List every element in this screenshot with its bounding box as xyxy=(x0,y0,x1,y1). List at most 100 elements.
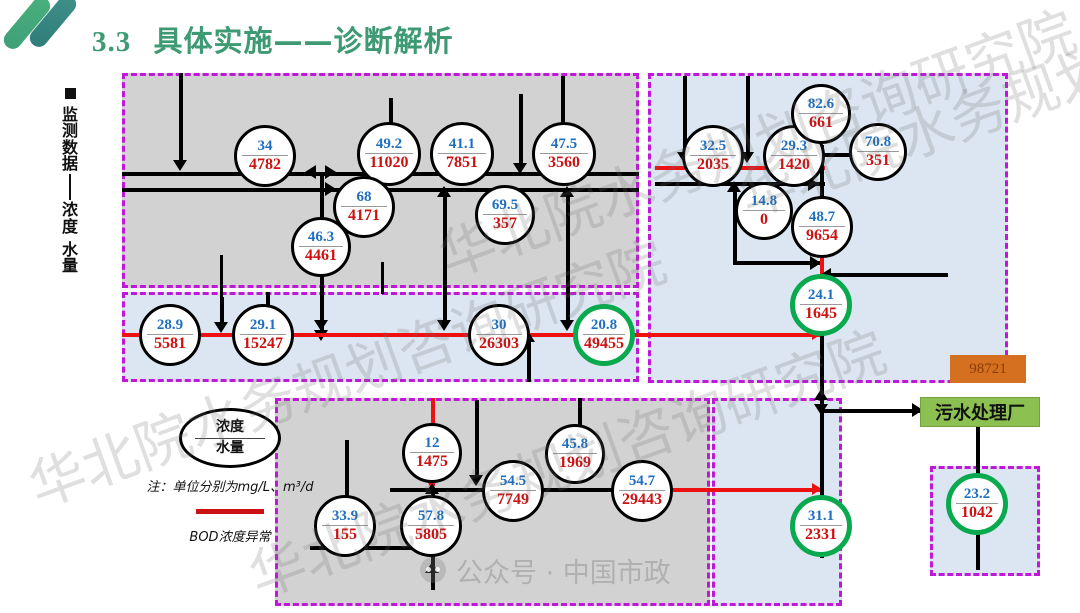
node-n21-flow: 5805 xyxy=(415,526,447,543)
node-n16-separator xyxy=(742,210,786,211)
node-n2-concentration: 49.2 xyxy=(375,136,403,152)
arrow-lr-up xyxy=(814,389,828,400)
node-n11[interactable]: 20.8 49455 xyxy=(573,304,635,366)
node-n17-concentration: 48.7 xyxy=(808,209,836,225)
node-n18-flow: 1645 xyxy=(805,305,837,322)
arrow-u-j3 xyxy=(325,182,336,196)
node-n21[interactable]: 57.8 5805 xyxy=(400,495,462,557)
line-u-stub-1 xyxy=(220,255,223,297)
arrow-u-j2 xyxy=(325,165,336,179)
node-n14-separator xyxy=(798,113,844,114)
node-n11-separator xyxy=(582,334,626,335)
legend-red-line-swatch xyxy=(196,509,264,514)
line-u-inflow-4 xyxy=(561,76,565,131)
node-n19-separator xyxy=(409,452,455,453)
node-n18-concentration: 24.1 xyxy=(807,287,835,303)
line-u-inflow-1 xyxy=(179,73,183,165)
node-n22-concentration: 54.5 xyxy=(499,473,527,489)
node-n16-flow: 0 xyxy=(760,211,768,228)
page-title: 3.3 具体实施——诊断解析 xyxy=(92,18,453,60)
node-n7-separator xyxy=(298,246,344,247)
node-n24-flow: 29443 xyxy=(622,491,662,508)
node-n14[interactable]: 82.6 661 xyxy=(791,84,851,144)
node-n11-flow: 49455 xyxy=(584,335,624,352)
node-n8[interactable]: 28.9 5581 xyxy=(139,304,201,366)
node-n12[interactable]: 32.5 2035 xyxy=(682,125,744,187)
node-n23-flow: 1969 xyxy=(559,454,591,471)
node-n12-separator xyxy=(690,155,736,156)
bullet-icon xyxy=(64,88,76,99)
node-n19[interactable]: 12 1475 xyxy=(402,423,462,483)
node-n3-concentration: 41.1 xyxy=(448,136,476,152)
line-u-stub-2 xyxy=(381,262,384,294)
node-n9-concentration: 29.1 xyxy=(249,317,277,333)
node-n20-separator xyxy=(322,525,368,526)
title-number: 3.3 xyxy=(92,26,132,58)
node-n2[interactable]: 49.2 11020 xyxy=(357,122,421,186)
node-n23[interactable]: 45.8 1969 xyxy=(545,424,605,484)
panel-mid-blue xyxy=(122,292,639,382)
node-n4[interactable]: 47.5 3560 xyxy=(532,122,596,186)
line-mid-red-trunk xyxy=(122,333,639,337)
arrow-l-up-578 xyxy=(425,483,439,494)
corporate-logo xyxy=(0,0,102,53)
node-n10[interactable]: 30 26303 xyxy=(468,304,530,366)
legend-separator xyxy=(195,437,265,439)
node-n3-flow: 7851 xyxy=(446,154,478,171)
node-n1[interactable]: 34 4782 xyxy=(234,125,296,187)
node-n5-flow: 4171 xyxy=(348,207,380,224)
line-r-241-down xyxy=(820,333,824,411)
node-n14-flow: 661 xyxy=(809,114,833,131)
line-m-down-1 xyxy=(220,297,224,325)
line-l-in-2 xyxy=(475,400,479,480)
node-n16[interactable]: 14.8 0 xyxy=(735,182,793,240)
side-label-char-4: 据 xyxy=(61,153,78,173)
node-n9[interactable]: 29.1 15247 xyxy=(232,304,294,366)
line-r-in-2 xyxy=(746,76,750,156)
legend-red-line-caption: BOD浓度异常 xyxy=(189,530,271,545)
node-n25[interactable]: 31.1 2331 xyxy=(790,495,852,557)
node-n17[interactable]: 48.7 9654 xyxy=(791,196,853,258)
treatment-plant-box[interactable]: 污水处理厂 xyxy=(920,397,1040,427)
node-n4-separator xyxy=(540,153,588,154)
node-n7-concentration: 46.3 xyxy=(307,229,335,245)
side-label-char-2: 测 xyxy=(61,121,78,141)
arrow-u-up-right xyxy=(560,186,574,197)
node-n26-separator xyxy=(955,503,999,504)
line-r-in-1 xyxy=(683,76,687,156)
node-n1-concentration: 34 xyxy=(257,138,273,154)
node-n20[interactable]: 33.9 155 xyxy=(314,495,376,557)
node-n14-concentration: 82.6 xyxy=(807,96,835,112)
node-n26[interactable]: 23.2 1042 xyxy=(946,473,1008,535)
arrow-r-148-base xyxy=(810,256,821,270)
node-n22[interactable]: 54.5 7749 xyxy=(482,460,544,522)
line-u-inflow-3 xyxy=(519,94,523,169)
node-n6[interactable]: 69.5 357 xyxy=(475,185,535,245)
legend: 浓度 水量 注：单位分别为mg/L、m³/d BOD浓度异常 xyxy=(140,408,320,545)
total-flow-box[interactable]: 98721 xyxy=(950,355,1026,383)
node-n23-concentration: 45.8 xyxy=(561,436,589,452)
node-n15-separator xyxy=(856,151,900,152)
node-n15-concentration: 70.8 xyxy=(864,134,892,150)
arrow-u-up-69 xyxy=(437,186,451,197)
side-label-char-6: 度 xyxy=(61,216,78,236)
side-label-char-1: 监 xyxy=(61,105,78,124)
node-n3[interactable]: 41.1 7851 xyxy=(430,122,494,186)
title-text: 具体实施——诊断解析 xyxy=(153,24,454,58)
side-label-divider xyxy=(69,174,71,201)
node-n24[interactable]: 54.7 29443 xyxy=(611,460,673,522)
line-l-339-down xyxy=(345,440,349,530)
line-r-148-up xyxy=(733,190,737,265)
node-n5-separator xyxy=(341,206,387,207)
node-n18[interactable]: 24.1 1645 xyxy=(790,274,852,336)
node-n7-flow: 4461 xyxy=(305,247,337,264)
node-n15[interactable]: 70.8 351 xyxy=(849,123,907,181)
node-n2-separator xyxy=(365,153,413,154)
line-lower-main xyxy=(390,488,710,492)
line-m-down-4 xyxy=(443,295,447,323)
line-l-339-base xyxy=(310,546,450,550)
node-n8-concentration: 28.9 xyxy=(156,317,184,333)
node-n7[interactable]: 46.3 4461 xyxy=(291,217,351,277)
line-l-red-in-12 xyxy=(431,398,435,438)
